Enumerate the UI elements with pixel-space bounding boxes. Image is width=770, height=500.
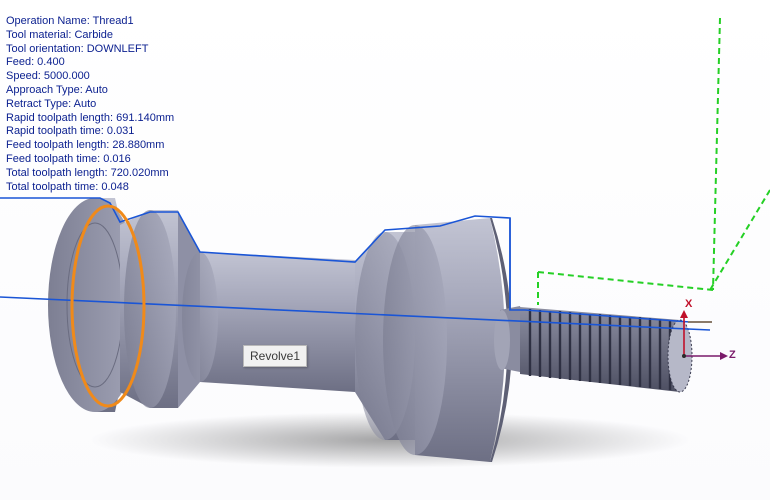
threaded-end[interactable] [520,307,693,393]
info-tool-material: Tool material: Carbide [6,28,113,41]
axis-z-label: Z [729,349,736,361]
neck-section[interactable] [182,252,363,392]
info-total-length: Total toolpath length: 720.020mm [6,166,169,179]
undercut[interactable] [494,306,525,372]
info-tool-orientation: Tool orientation: DOWNLEFT [6,42,149,55]
info-retract-type: Retract Type: Auto [6,97,97,110]
operation-info-panel: Operation Name: Thread1 Tool material: C… [6,15,174,194]
collar[interactable] [120,210,187,408]
info-total-time: Total toolpath time: 0.048 [6,180,129,193]
feature-tooltip: Revolve1 [243,345,308,367]
info-rapid-time: Rapid toolpath time: 0.031 [6,125,135,138]
toolpath-feed [0,197,711,331]
info-speed: Speed: 5000.000 [6,70,90,83]
toolpath-rapid [537,17,770,305]
info-approach-type: Approach Type: Auto [6,83,108,96]
coordinate-triad-icon [680,310,728,360]
info-feed-time: Feed toolpath time: 0.016 [6,152,131,165]
selected-edge-highlight[interactable] [70,204,146,408]
flange-left[interactable] [48,198,142,412]
info-rapid-length: Rapid toolpath length: 691.140mm [6,111,175,124]
axis-x-label: X [685,298,693,310]
info-operation-name: Operation Name: Thread1 [6,15,134,27]
shoulder-section[interactable] [355,218,512,462]
info-feed: Feed: 0.400 [6,56,65,69]
info-feed-length: Feed toolpath length: 28.880mm [6,139,165,152]
